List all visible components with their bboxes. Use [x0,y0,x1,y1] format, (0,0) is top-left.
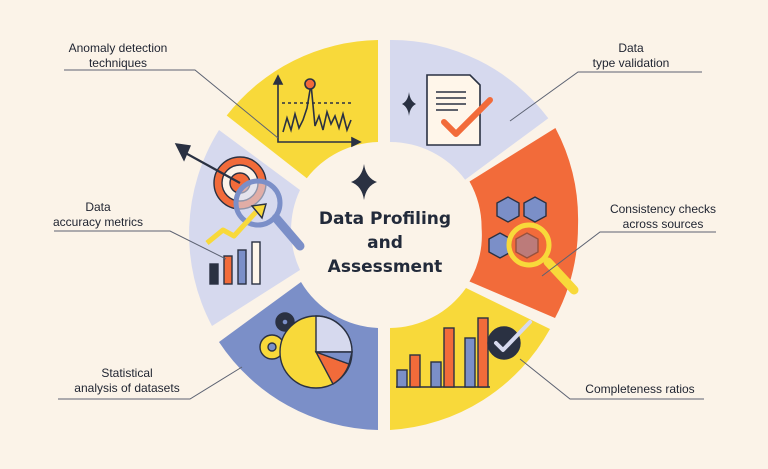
segment-anomaly [226,40,378,179]
center-hub [296,147,472,323]
cubes-magnifier-icon [488,196,579,295]
checked-document-icon [402,74,493,146]
center-title: Data Profiling and Assessment [318,209,452,277]
target-arrow-icon [174,143,305,285]
sparkle-icon [351,164,377,200]
pie-chart-gear-icon [259,312,353,389]
bar-chart-checkmark-icon [396,317,532,388]
line-chart-icon [272,74,362,148]
label-completeness-ratios: Completeness ratios [585,382,695,396]
leader-lines [54,69,716,400]
